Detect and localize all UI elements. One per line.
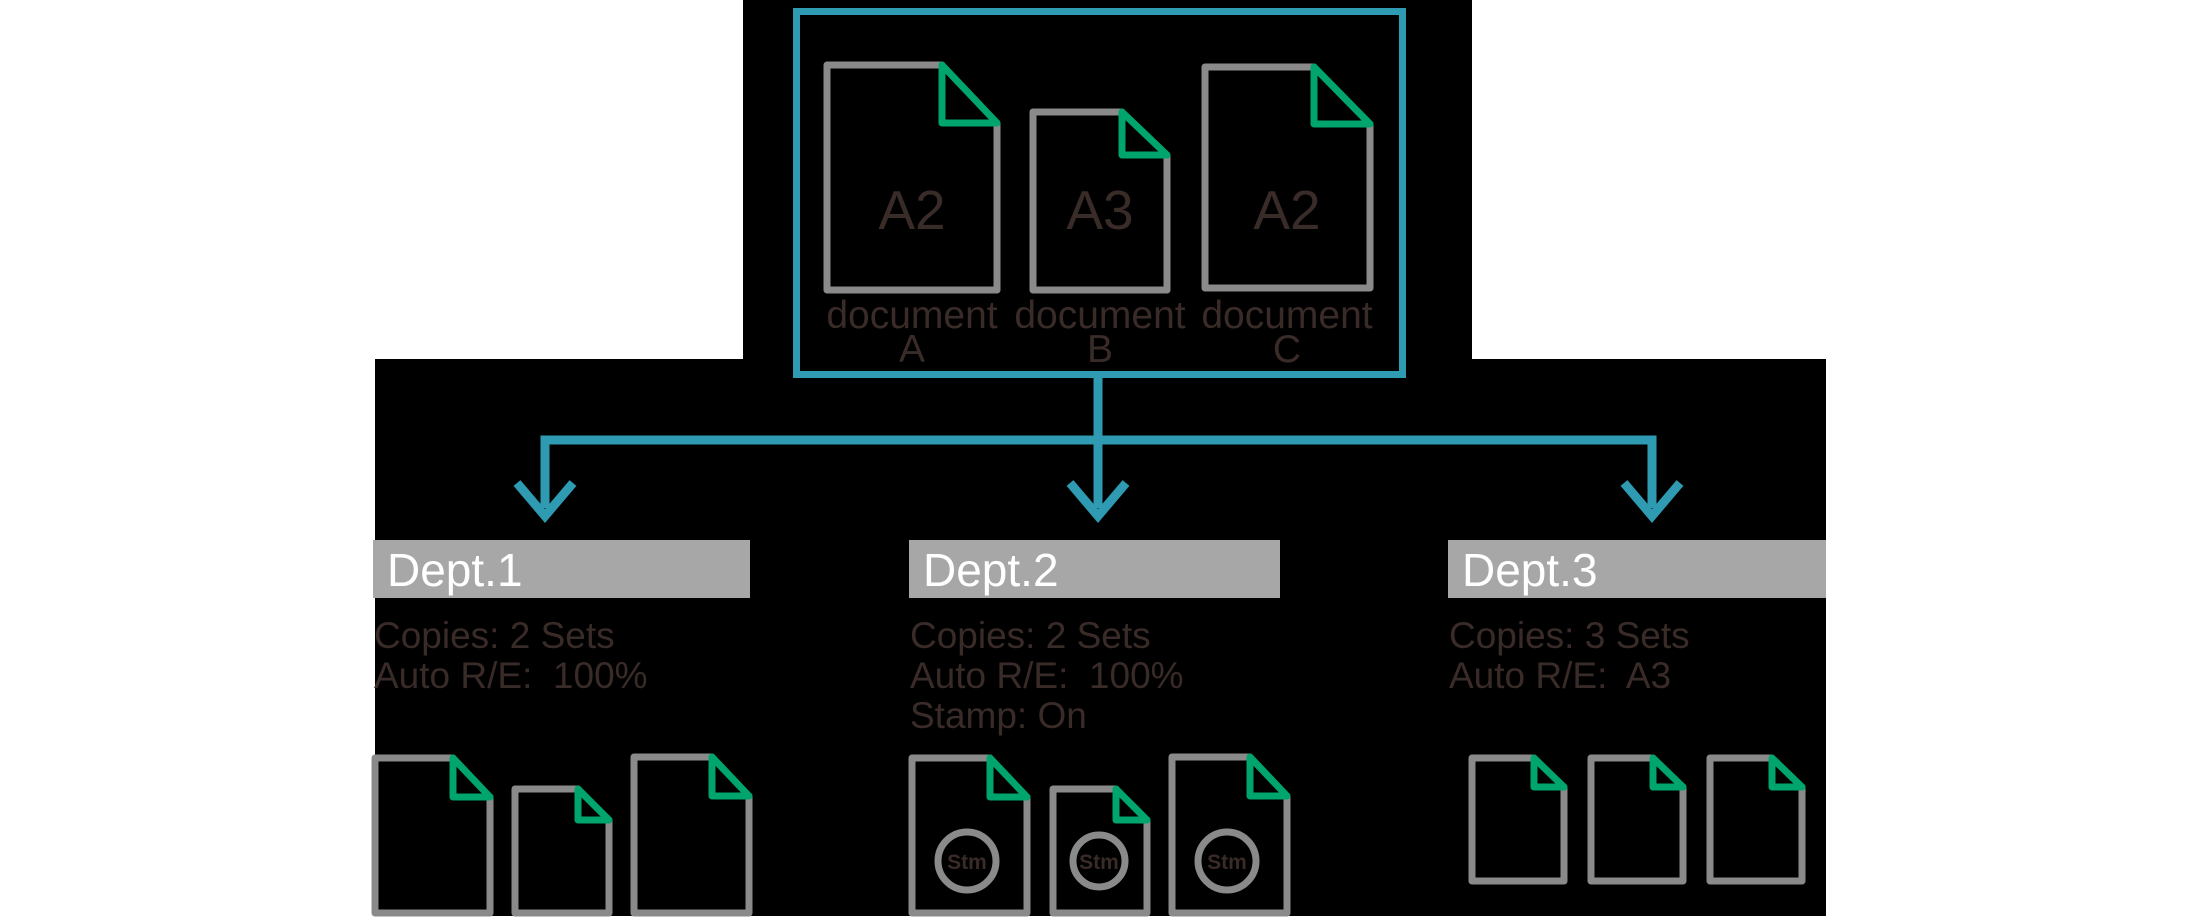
dept3-name: Dept.3	[1462, 544, 1598, 596]
page-fold-icon	[938, 61, 1001, 127]
caption-line: A	[898, 328, 925, 371]
top-black-panel	[743, 0, 1472, 360]
page-fold-icon	[1530, 754, 1568, 791]
document-c-caption: document C	[1167, 294, 1407, 371]
caption-line: C	[1272, 328, 1302, 371]
dept2-output-doc-large-1: Stm	[908, 754, 1031, 917]
dept1-output-doc-large-1	[371, 754, 494, 917]
source-document-a-icon: A2	[823, 61, 1001, 294]
source-documents-box	[793, 8, 1406, 378]
document-outline	[1049, 785, 1151, 917]
page-fold-icon	[449, 754, 494, 801]
stamp-label: Stm	[1079, 851, 1119, 874]
dept1-header-bar: Dept.1	[373, 540, 750, 598]
dept2-output-doc-small: Stm	[1049, 785, 1151, 917]
document-outline	[823, 61, 1001, 294]
page-fold-icon	[1118, 108, 1171, 159]
caption-line: document	[1201, 294, 1373, 337]
dept2-copies-setting: Copies: 2 Sets	[910, 615, 1151, 656]
document-outline	[908, 754, 1031, 917]
page-fold-icon	[1112, 785, 1151, 824]
document-outline	[630, 753, 753, 917]
document-outline	[1201, 63, 1374, 292]
document-outline	[1168, 753, 1291, 917]
dept3-output-doc-2	[1587, 754, 1687, 885]
document-a-caption: document A	[792, 294, 1032, 371]
page-fold-icon	[1768, 754, 1806, 791]
dept1-output-doc-large-2	[630, 753, 753, 917]
dept2-stamp-setting: Stamp: On	[910, 695, 1087, 736]
caption-line: document	[1014, 294, 1186, 337]
dept3-header-bar: Dept.3	[1448, 540, 1826, 598]
page-fold-icon	[986, 754, 1031, 801]
dept1-output-doc-small	[511, 785, 613, 917]
dept3-output-doc-3	[1706, 754, 1806, 885]
dept1-name: Dept.1	[387, 544, 523, 596]
page-fold-icon	[708, 753, 753, 800]
stamp-circle-icon	[1069, 831, 1129, 891]
page-fold-icon	[1649, 754, 1687, 791]
document-outline	[1706, 754, 1806, 885]
caption-line: B	[1086, 328, 1113, 371]
dept3-copies-setting: Copies: 3 Sets	[1449, 615, 1690, 656]
dept2-name: Dept.2	[923, 544, 1059, 596]
dept2-output-doc-large-2: Stm	[1168, 753, 1291, 917]
document-outline	[1029, 108, 1171, 294]
dept1-copies-setting: Copies: 2 Sets	[374, 615, 615, 656]
stamp-circle-icon	[934, 828, 1000, 894]
document-size-label: A2	[1253, 179, 1320, 241]
stamp-label: Stm	[947, 851, 987, 874]
dept3-output-doc-1	[1468, 754, 1568, 885]
document-size-label: A2	[878, 179, 945, 241]
dept3-auto-re-setting: Auto R/E: A3	[1449, 655, 1672, 696]
page-fold-icon	[1246, 753, 1291, 800]
source-document-b-icon: A3	[1029, 108, 1171, 294]
caption-line: document	[826, 294, 998, 337]
document-outline	[1587, 754, 1687, 885]
stamp-circle-icon	[1194, 828, 1260, 894]
document-outline	[371, 754, 494, 917]
source-document-c-icon: A2	[1201, 63, 1374, 292]
dept1-auto-re-setting: Auto R/E: 100%	[374, 655, 648, 696]
document-outline	[1468, 754, 1568, 885]
page-fold-icon	[1310, 63, 1374, 128]
stamp-label: Stm	[1207, 851, 1247, 874]
document-b-caption: document B	[980, 294, 1220, 371]
document-outline	[511, 785, 613, 917]
page-fold-icon	[574, 785, 613, 824]
document-size-label: A3	[1066, 179, 1133, 241]
dept2-header-bar: Dept.2	[909, 540, 1280, 598]
dept2-auto-re-setting: Auto R/E: 100%	[910, 655, 1184, 696]
